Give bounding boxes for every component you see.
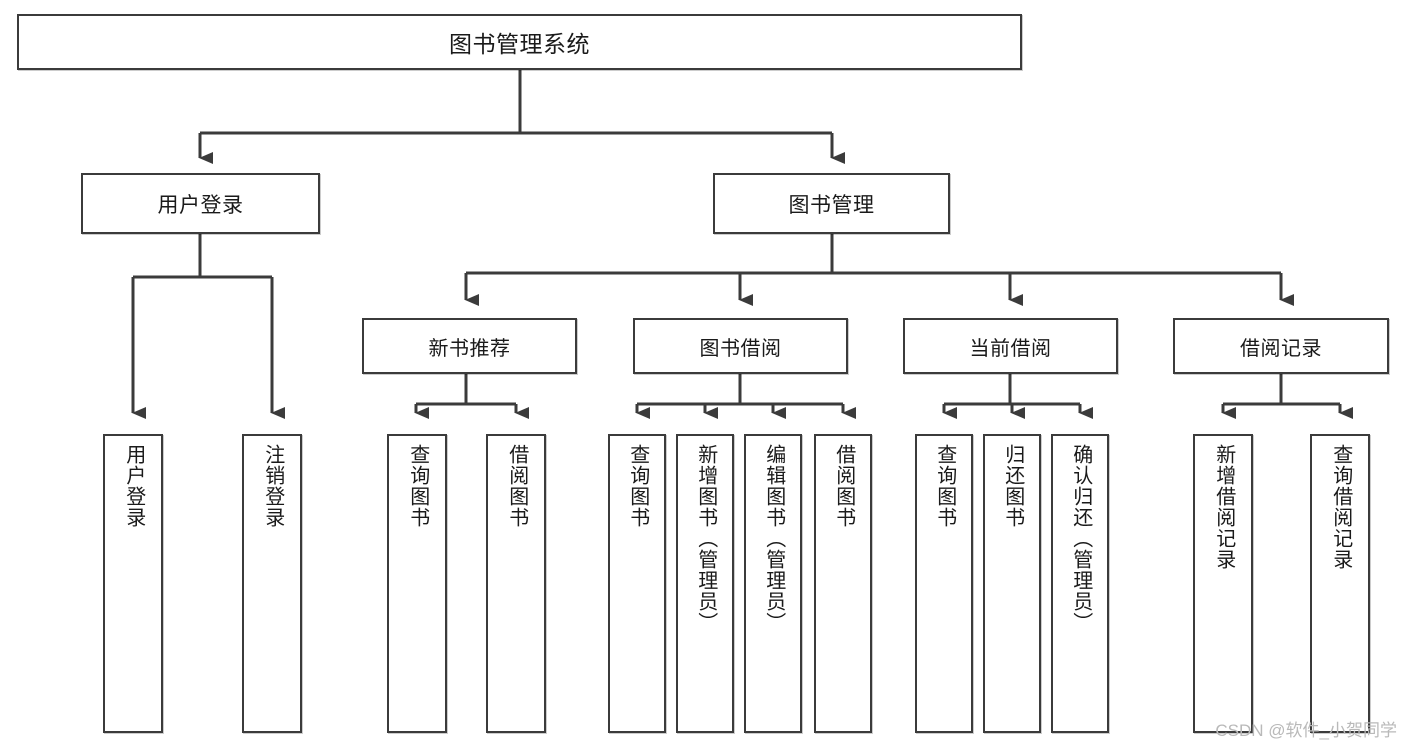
node-label: 用户登录 xyxy=(122,444,145,528)
node-label: 新增图书（管理员） xyxy=(694,444,717,633)
node-label: 新增借阅记录 xyxy=(1212,444,1235,570)
leaf-borrow-borrow-book[interactable]: 借阅图书 xyxy=(814,434,872,733)
node-label: 归还图书 xyxy=(1001,444,1024,528)
node-new-book-recommend[interactable]: 新书推荐 xyxy=(362,318,577,374)
leaf-current-return-book[interactable]: 归还图书 xyxy=(983,434,1041,733)
node-label: 借阅图书 xyxy=(505,444,528,528)
node-label: 新书推荐 xyxy=(428,337,511,360)
node-book-borrow[interactable]: 图书借阅 xyxy=(633,318,848,374)
node-label: 借阅图书 xyxy=(832,444,855,528)
node-book-management[interactable]: 图书管理 xyxy=(713,173,950,234)
leaf-current-query-book[interactable]: 查询图书 xyxy=(915,434,973,733)
node-borrow-record[interactable]: 借阅记录 xyxy=(1173,318,1389,374)
leaf-borrow-add-book-admin[interactable]: 新增图书（管理员） xyxy=(676,434,734,733)
leaf-recommend-query-book[interactable]: 查询图书 xyxy=(387,434,447,733)
node-current-borrow[interactable]: 当前借阅 xyxy=(903,318,1118,374)
node-label: 查询借阅记录 xyxy=(1329,444,1352,570)
node-label: 借阅记录 xyxy=(1240,337,1322,360)
node-label: 图书管理系统 xyxy=(449,31,590,57)
leaf-current-confirm-return-admin[interactable]: 确认归还（管理员） xyxy=(1051,434,1109,733)
node-label: 查询图书 xyxy=(626,444,649,528)
leaf-borrow-query-book[interactable]: 查询图书 xyxy=(608,434,666,733)
node-label: 确认归还（管理员） xyxy=(1069,444,1092,633)
node-label: 查询图书 xyxy=(933,444,956,528)
leaf-record-add-record[interactable]: 新增借阅记录 xyxy=(1193,434,1253,733)
node-user-login[interactable]: 用户登录 xyxy=(81,173,320,234)
leaf-user-login-logout[interactable]: 注销登录 xyxy=(242,434,302,733)
node-label: 编辑图书（管理员） xyxy=(762,444,785,633)
node-root-system[interactable]: 图书管理系统 xyxy=(17,14,1022,70)
node-label: 用户登录 xyxy=(157,193,244,217)
leaf-borrow-edit-book-admin[interactable]: 编辑图书（管理员） xyxy=(744,434,802,733)
leaf-record-query-record[interactable]: 查询借阅记录 xyxy=(1310,434,1370,733)
leaf-user-login-login[interactable]: 用户登录 xyxy=(103,434,163,733)
node-label: 注销登录 xyxy=(261,444,284,528)
leaf-recommend-borrow-book[interactable]: 借阅图书 xyxy=(486,434,546,733)
node-label: 当前借阅 xyxy=(969,337,1052,360)
node-label: 图书借阅 xyxy=(699,337,782,360)
node-label: 图书管理 xyxy=(788,193,875,217)
node-label: 查询图书 xyxy=(406,444,429,528)
csdn-watermark: CSDN @软件_小贺同学 xyxy=(1215,721,1397,740)
